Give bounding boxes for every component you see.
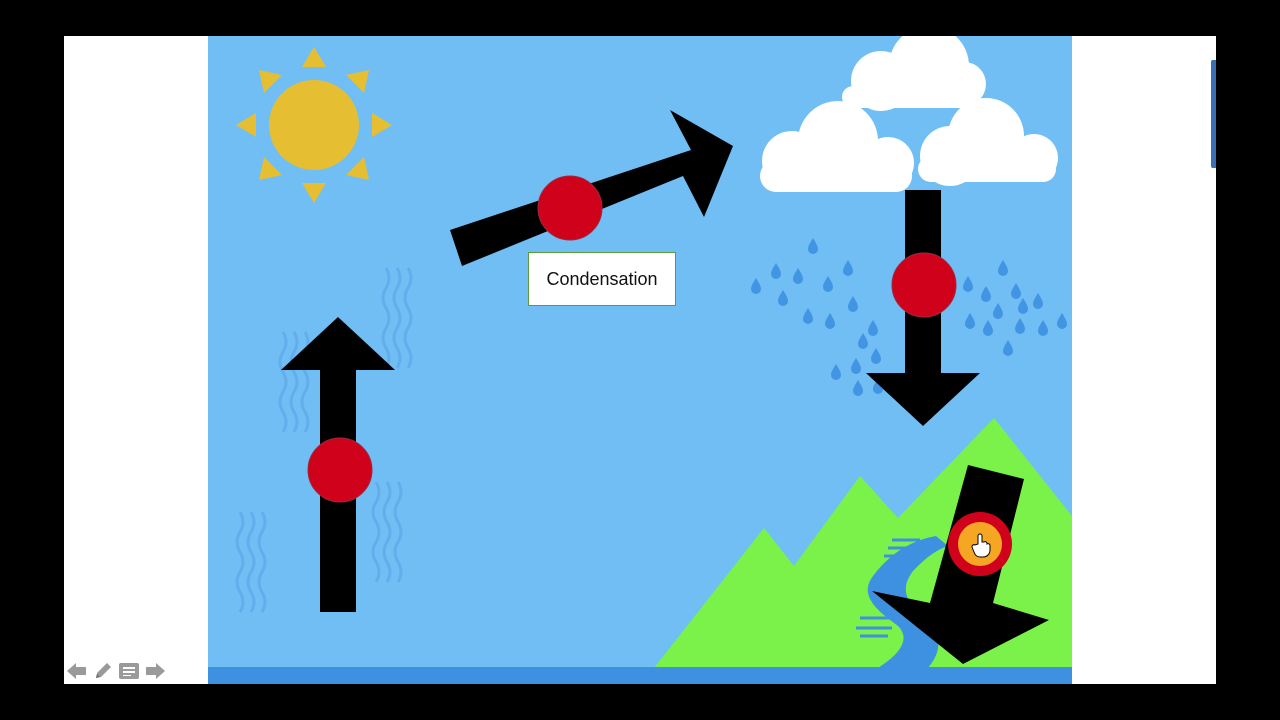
sun-icon: [236, 47, 392, 203]
condensation-hotspot[interactable]: [537, 175, 603, 241]
water-cycle-scene: [208, 36, 1072, 684]
precipitation-hotspot[interactable]: [891, 252, 957, 318]
pencil-icon[interactable]: [92, 660, 114, 682]
side-panel-handle[interactable]: [1211, 60, 1216, 168]
presentation-nav: [66, 658, 166, 684]
scene-canvas: [208, 36, 1072, 684]
cloud-icon: [760, 101, 914, 192]
hand-cursor-icon: [971, 533, 991, 558]
collection-hotspot[interactable]: [948, 512, 1012, 576]
river-ripples: [856, 538, 920, 638]
evaporation-hotspot[interactable]: [307, 437, 373, 503]
cloud-icon: [918, 98, 1058, 186]
arrow-left-icon[interactable]: [66, 660, 88, 682]
menu-icon[interactable]: [118, 660, 140, 682]
condensation-label: Condensation: [528, 252, 676, 306]
rain-drops: [751, 238, 1067, 396]
arrow-right-icon[interactable]: [144, 660, 166, 682]
ocean-strip: [208, 667, 1072, 684]
cloud-icon: [842, 36, 986, 111]
